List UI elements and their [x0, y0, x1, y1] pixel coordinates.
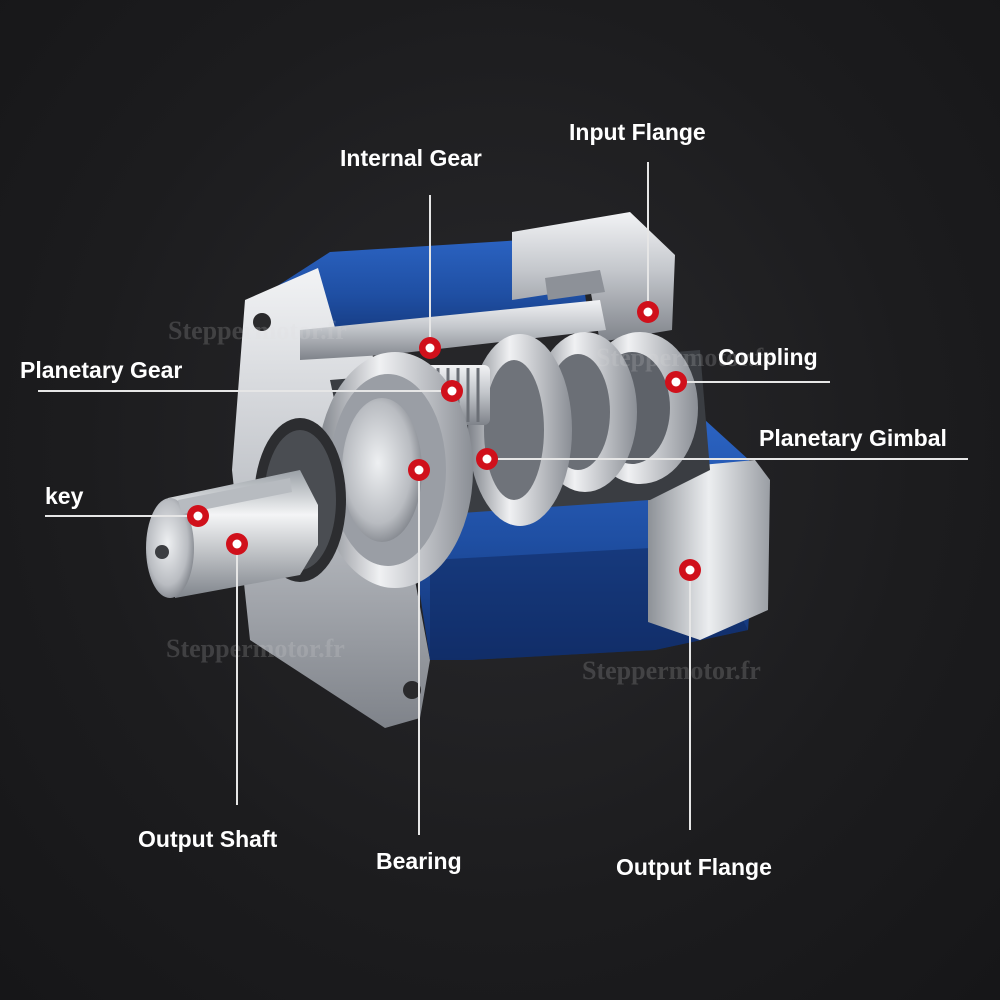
- output-flange-block: [648, 460, 770, 640]
- marker-bearing: [408, 459, 430, 481]
- label-planetary-gear: Planetary Gear: [20, 357, 183, 383]
- marker-output-shaft: [226, 533, 248, 555]
- label-output-shaft: Output Shaft: [138, 826, 278, 852]
- bearing-inner: [342, 398, 422, 542]
- output-shaft-end: [146, 498, 194, 598]
- marker-internal-gear: [419, 337, 441, 359]
- label-coupling: Coupling: [718, 344, 818, 370]
- flange-bolt-hole-top: [253, 313, 271, 331]
- marker-input-flange: [637, 301, 659, 323]
- input-flange-top-bar: [300, 300, 606, 360]
- input-flange-slot: [545, 270, 605, 300]
- marker-output-flange: [679, 559, 701, 581]
- watermark-top-left: Steppermotor.fr: [168, 316, 347, 345]
- watermark-top-right: Steppermotor.fr: [596, 343, 775, 372]
- watermark-bottom-left: Steppermotor.fr: [166, 634, 345, 663]
- flange-bolt-hole-bottom: [403, 681, 421, 699]
- marker-planetary-gear: [441, 380, 463, 402]
- label-output-flange: Output Flange: [616, 854, 772, 880]
- marker-coupling: [665, 371, 687, 393]
- marker-key: [187, 505, 209, 527]
- label-key: key: [45, 483, 84, 509]
- planetary-gimbal-inner: [484, 360, 544, 500]
- label-bearing: Bearing: [376, 848, 462, 874]
- label-internal-gear: Internal Gear: [340, 145, 482, 171]
- shaft-key: [178, 478, 292, 514]
- markers: [187, 301, 701, 581]
- leader-lines: [38, 162, 968, 835]
- label-planetary-gimbal: Planetary Gimbal: [759, 425, 947, 451]
- watermark-bottom-right: Steppermotor.fr: [582, 656, 761, 685]
- marker-planetary-gimbal: [476, 448, 498, 470]
- output-shaft-center-hole: [155, 545, 169, 559]
- label-input-flange: Input Flange: [569, 119, 706, 145]
